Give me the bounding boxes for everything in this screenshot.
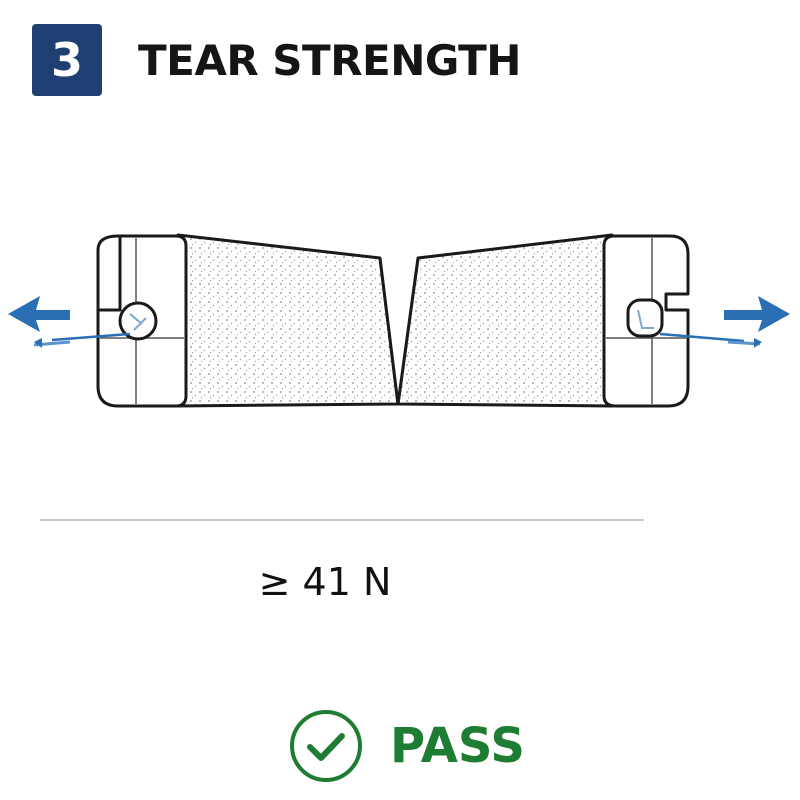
specimen-right-half (396, 233, 614, 408)
left-clamp (96, 234, 188, 408)
page-title: TEAR STRENGTH (138, 36, 521, 85)
check-circle-icon (290, 710, 362, 782)
tear-test-diagram (8, 233, 790, 408)
specimen-left-half (176, 233, 400, 408)
left-arrow-icon (8, 296, 131, 348)
verdict-label: PASS (390, 718, 525, 774)
result-value: ≥ 41 N (258, 560, 392, 604)
step-number: 3 (50, 33, 83, 87)
tear-slit (378, 257, 420, 406)
divider (40, 519, 644, 521)
pass-verdict: PASS (288, 708, 525, 784)
step-number-badge: 3 (32, 24, 102, 96)
right-arrow-icon (659, 296, 790, 348)
right-clamp (602, 234, 690, 408)
